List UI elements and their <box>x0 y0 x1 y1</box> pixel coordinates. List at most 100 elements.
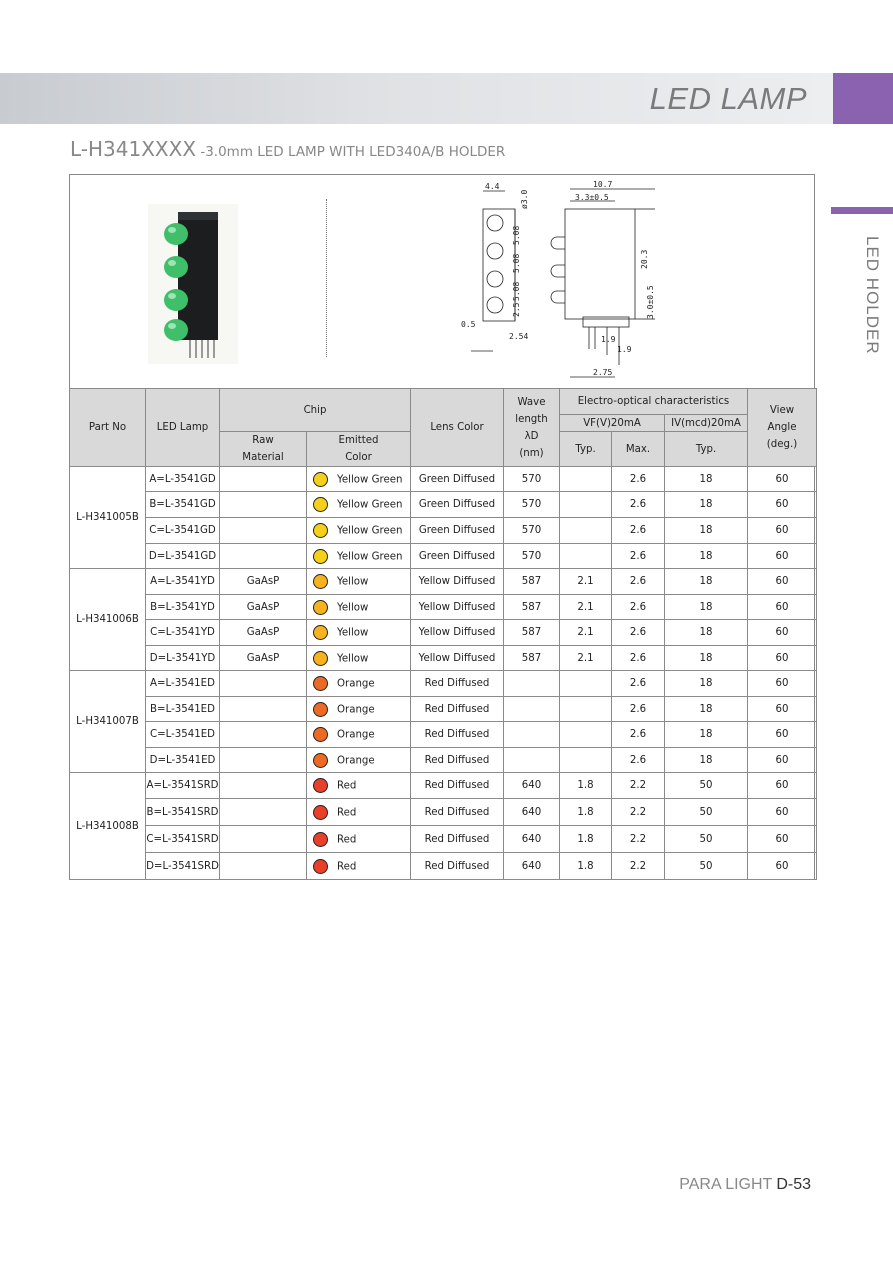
color-dot-icon <box>313 858 328 874</box>
raw-material-cell <box>219 747 307 773</box>
iv-typ-cell: 18 <box>664 696 748 722</box>
led-lamp-cell: B=L-3541SRD <box>145 798 220 826</box>
view-angle-cell: 60 <box>747 543 817 569</box>
view-angle-cell: 60 <box>747 825 817 853</box>
section-side-label: LED HOLDER <box>863 236 882 355</box>
wavelength-cell: 640 <box>503 772 560 799</box>
raw-material-cell <box>219 466 307 492</box>
dim-label-20-3: 20.3 <box>640 250 649 269</box>
emitted-color-label: Red <box>337 807 357 818</box>
emitted-color-label: Yellow Green <box>337 551 403 562</box>
view-angle-cell: 60 <box>747 568 817 595</box>
raw-material-cell: GaAsP <box>219 645 307 671</box>
iv-typ-cell: 18 <box>664 543 748 569</box>
iv-typ-cell: 18 <box>664 747 748 773</box>
raw-material-cell <box>219 543 307 569</box>
wavelength-cell <box>503 670 560 697</box>
dimension-drawing: 4.4 10.7 3.3±0.5 ø3.0 5.08 5.08 5.08 2.5… <box>455 179 660 381</box>
dim-label-3-3: 3.3±0.5 <box>575 193 609 202</box>
emitted-color-cell: Yellow <box>306 619 411 646</box>
lens-color-cell: Red Diffused <box>410 825 504 853</box>
vf-max-cell: 2.6 <box>611 517 665 544</box>
raw-material-cell <box>219 772 307 799</box>
led-lamp-cell: C=L-3541ED <box>145 721 220 748</box>
header-iv-typ: Typ. <box>664 431 748 467</box>
vf-typ-cell: 2.1 <box>559 619 612 646</box>
lens-color-cell: Red Diffused <box>410 772 504 799</box>
led-lamp-cell: A=L-3541ED <box>145 670 220 697</box>
emitted-color-cell: Red <box>306 852 411 880</box>
iv-typ-cell: 18 <box>664 619 748 646</box>
emitted-color-label: Yellow Green <box>337 499 403 511</box>
iv-typ-cell: 18 <box>664 517 748 544</box>
vf-typ-cell: 2.1 <box>559 594 612 620</box>
wavelength-cell: 587 <box>503 619 560 646</box>
color-dot-icon <box>313 676 328 691</box>
vf-typ-cell <box>559 491 612 518</box>
wavelength-cell: 640 <box>503 825 560 853</box>
vf-max-cell: 2.6 <box>611 619 665 646</box>
raw-material-cell: GaAsP <box>219 568 307 595</box>
iv-typ-cell: 18 <box>664 645 748 671</box>
emitted-color-cell: Red <box>306 772 411 799</box>
raw-material-cell <box>219 491 307 518</box>
raw-material-cell: GaAsP <box>219 594 307 620</box>
dim-label-2-75: 2.75 <box>593 368 612 377</box>
led-lamp-cell: A=L-3541SRD <box>145 772 220 799</box>
wavelength-cell: 640 <box>503 852 560 880</box>
wavelength-cell <box>503 747 560 773</box>
emitted-color-label: Orange <box>337 678 375 690</box>
vf-max-cell: 2.2 <box>611 772 665 799</box>
vf-max-cell: 2.6 <box>611 491 665 518</box>
led-lamp-cell: B=L-3541YD <box>145 594 220 620</box>
vf-max-cell: 2.6 <box>611 721 665 748</box>
wavelength-cell <box>503 696 560 722</box>
iv-typ-cell: 50 <box>664 772 748 799</box>
wavelength-cell <box>503 721 560 748</box>
lens-color-cell: Green Diffused <box>410 491 504 518</box>
lens-color-cell: Yellow Diffused <box>410 594 504 620</box>
color-dot-icon <box>313 523 328 538</box>
view-angle-cell: 60 <box>747 670 817 697</box>
lens-color-cell: Yellow Diffused <box>410 645 504 671</box>
dim-label-0-5: 0.5 <box>461 320 476 329</box>
wavelength-cell: 587 <box>503 568 560 595</box>
iv-typ-cell: 18 <box>664 466 748 492</box>
led-lamp-cell: C=L-3541YD <box>145 619 220 646</box>
header-vf-typ: Typ. <box>559 431 612 467</box>
color-dot-icon <box>313 650 328 666</box>
part-no-cell: L-H341007B <box>69 670 146 773</box>
iv-typ-cell: 18 <box>664 721 748 748</box>
led-lamp-cell: C=L-3541GD <box>145 517 220 544</box>
vf-max-cell: 2.2 <box>611 825 665 853</box>
vf-typ-cell: 1.8 <box>559 852 612 880</box>
footer-brand: PARA LIGHT <box>679 1176 773 1193</box>
part-no-cell: L-H341005B <box>69 466 146 569</box>
header-view-angle-cell: View Angle (deg.) <box>747 388 817 467</box>
view-angle-cell: 60 <box>747 852 817 880</box>
wavelength-cell: 640 <box>503 798 560 826</box>
vf-max-cell: 2.6 <box>611 696 665 722</box>
color-dot-icon <box>313 548 328 564</box>
footer-page-number: D-53 <box>776 1176 811 1193</box>
emitted-color-label: Yellow <box>337 576 369 588</box>
raw-material-cell <box>219 798 307 826</box>
product-code: L-H341XXXX <box>70 137 197 161</box>
header-vf: VF(V)20mA <box>559 414 665 432</box>
color-dot-icon <box>313 804 328 820</box>
header-vf-max: Max. <box>611 431 665 467</box>
product-subtitle: L-H341XXXX -3.0mm LED LAMP WITH LED340A/… <box>70 137 505 161</box>
vf-typ-cell <box>559 747 612 773</box>
